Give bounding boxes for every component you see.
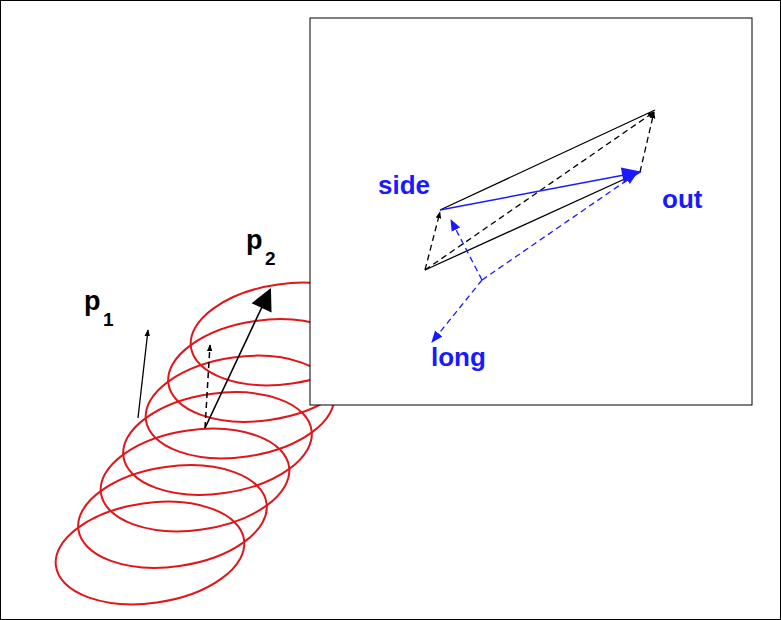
momentum-symbol: p bbox=[246, 227, 263, 254]
axis-label: long bbox=[431, 344, 486, 370]
subscript-index: 1 bbox=[103, 310, 114, 329]
axis-label: side bbox=[378, 172, 430, 198]
subscript-index: 2 bbox=[265, 249, 276, 268]
dashed-arrow bbox=[205, 345, 210, 428]
momentum-symbol: p bbox=[84, 288, 101, 315]
inset-vectors bbox=[425, 110, 655, 342]
momentum-arrow bbox=[205, 290, 270, 428]
momentum-arrow bbox=[138, 330, 148, 418]
axis-label: out bbox=[662, 186, 702, 212]
inset-box bbox=[310, 18, 752, 405]
